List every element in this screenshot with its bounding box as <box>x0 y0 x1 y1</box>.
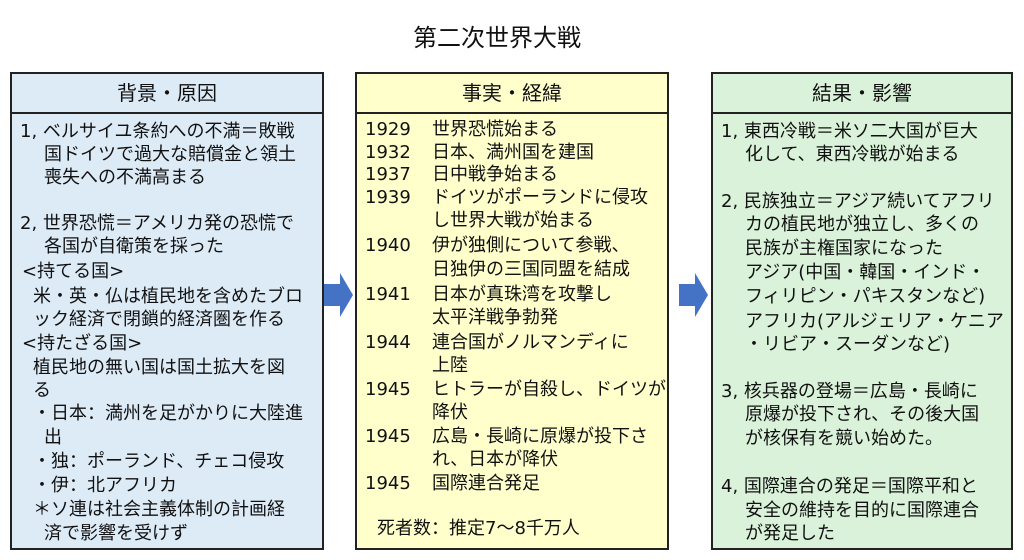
result-line: 安全の維持を目的に国際連合 <box>745 500 979 521</box>
event-description: 日中戦争始まる <box>432 164 558 185</box>
result-line: ・リビア・スーダンなど) <box>745 334 951 355</box>
background-line: 喪失への不満高まる <box>44 167 206 188</box>
event-year: 1945 <box>365 473 411 494</box>
event-description: 広島・長崎に原爆が投下さ <box>432 426 648 447</box>
result-line: 4, 国際連合の発足＝国際平和と <box>721 476 978 497</box>
event-description: 伊が独側について参戦、 <box>432 235 630 256</box>
page-title: 第二次世界大戦 <box>413 24 581 52</box>
result-line: 2, 民族独立＝アジア続いてアフリ <box>721 191 995 212</box>
event-description: 上陸 <box>432 355 468 376</box>
background-line: 出 <box>44 427 62 448</box>
result-line: 民族が主権国家になった <box>745 238 943 259</box>
event-year: 1941 <box>365 284 411 305</box>
result-line: 3, 核兵器の登場＝広島・長崎に <box>721 381 978 402</box>
event-description: し世界大戦が始まる <box>432 210 594 231</box>
result-line: が核保有を競い始めた。 <box>745 428 943 449</box>
event-year: 1945 <box>365 379 411 400</box>
result-line: 1, 東西冷戦＝米ソ二大国が巨大 <box>721 121 978 142</box>
event-year: 1929 <box>365 119 411 140</box>
result-line: カの植民地が独立し、多くの <box>745 214 979 235</box>
result-line: 化して、東西冷戦が始まる <box>745 144 960 165</box>
arrow-right-icon <box>324 273 353 317</box>
background-line: 米・英・仏は植民地を含めたブロ <box>33 286 303 307</box>
event-description: 日独伊の三国同盟を結成 <box>432 259 630 280</box>
background-line: <持てる国> <box>22 261 125 282</box>
background-line: <持たざる国> <box>22 333 143 354</box>
background-line: 国ドイツで過大な賠償金と領土 <box>44 144 296 165</box>
event-description: 世界恐慌始まる <box>432 119 558 140</box>
background-line: ＊ソ連は社会主義体制の計画経 <box>33 499 285 520</box>
background-line: 1, ベルサイユ条約への不満＝敗戦 <box>20 121 295 142</box>
event-description: ヒトラーが自殺し、ドイツが <box>432 379 666 400</box>
background-causes-box: 背景・原因 1, ベルサイユ条約への不満＝敗戦国ドイツで過大な賠償金と領土喪失へ… <box>10 72 324 550</box>
event-year: 1940 <box>365 235 411 256</box>
background-line: ・日本：満州を足がかりに大陸進 <box>33 403 303 424</box>
event-year: 1945 <box>365 426 411 447</box>
background-line: ・独：ポーランド、チェコ侵攻 <box>33 451 285 472</box>
arrow-right-icon <box>679 273 708 317</box>
background-line: ック経済で閉鎖的経済圏を作る <box>33 309 285 330</box>
results-effects-box: 結果・影響 1, 東西冷戦＝米ソ二大国が巨大化して、東西冷戦が始まる 2, 民族独… <box>711 72 1013 550</box>
event-description: 降伏 <box>432 402 468 423</box>
event-year: 1944 <box>365 332 411 353</box>
result-line: アジア(中国・韓国・インド・ <box>745 262 986 283</box>
result-line: アフリカ(アルジェリア・ケニア <box>745 311 1004 332</box>
event-description: ドイツがポーランドに侵攻 <box>432 187 648 208</box>
background-line: 植民地の無い国は国土拡大を図 <box>33 357 285 378</box>
event-year: 1932 <box>365 142 411 163</box>
result-line: フィリピン・パキスタンなど) <box>745 286 986 307</box>
event-description: 連合国がノルマンディに <box>432 332 629 353</box>
background-line: 2, 世界恐慌＝アメリカ発の恐慌で <box>20 213 294 234</box>
background-line: 済で影響を受けず <box>44 523 188 544</box>
result-line: が発足した <box>745 523 835 544</box>
event-year: 1939 <box>365 187 411 208</box>
background-line: ・伊：北アフリカ <box>33 475 177 496</box>
background-line: る <box>33 380 51 401</box>
event-description: 日本が真珠湾を攻撃し <box>432 284 612 305</box>
casualties-note: 死者数：推定7～8千万人 <box>377 518 580 539</box>
background-line: 各国が自衛策を採った <box>44 236 224 257</box>
results-effects-heading: 結果・影響 <box>713 74 1011 114</box>
event-description: 国際連合発足 <box>432 473 540 494</box>
event-description: 太平洋戦争勃発 <box>432 307 558 328</box>
event-description: 日本、満州国を建国 <box>432 142 594 163</box>
result-line: 原爆が投下され、その後大国 <box>745 404 980 425</box>
background-causes-heading: 背景・原因 <box>12 74 322 114</box>
event-description: れ、日本が降伏 <box>432 449 559 470</box>
event-year: 1937 <box>365 164 411 185</box>
events-heading: 事実・経緯 <box>357 74 667 114</box>
events-box: 事実・経緯 1929 世界恐慌始まる 1932 日本、満州国を建国 1937 日中戦争始ま… <box>355 72 669 550</box>
